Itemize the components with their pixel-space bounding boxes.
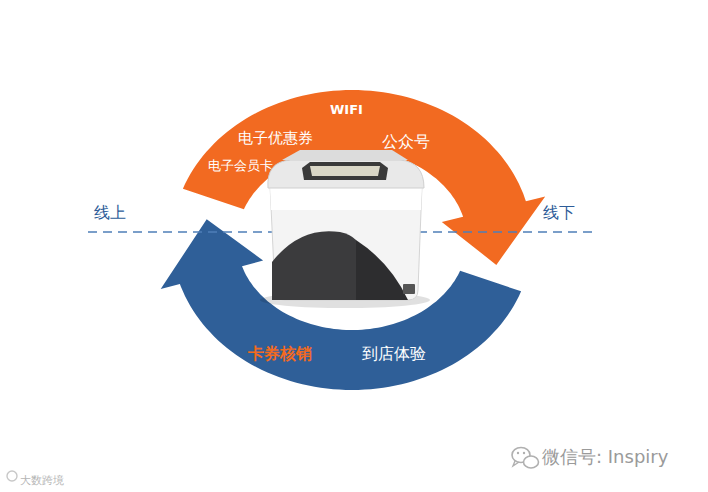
label-holder: 线下: [543, 203, 575, 222]
label-holder: 微信号: Inspiry: [542, 446, 668, 468]
scanner-device: [260, 150, 430, 308]
label-holder: WIFI: [330, 99, 363, 118]
label-holder: 卡券核销: [248, 344, 312, 363]
zone-label: 线下: [543, 203, 575, 222]
watermark: 大数跨境: [20, 474, 64, 487]
channel-label: 电子会员卡: [208, 158, 273, 174]
label-holder: 电子优惠券: [238, 128, 313, 147]
label-holder: 大数跨境: [20, 469, 64, 488]
logo-mark: [7, 471, 17, 481]
channel-label: 电子优惠券: [238, 129, 313, 147]
cycle-arrows: [161, 90, 546, 390]
watermark: 微信号: Inspiry: [542, 446, 668, 468]
label-holder: 公众号: [382, 132, 430, 151]
step-label: 卡券核销: [248, 344, 312, 363]
zone-label: 线上: [94, 203, 126, 222]
channel-label: 公众号: [382, 132, 430, 151]
offline-to-online-arrow: [161, 219, 521, 390]
label-holder: 到店体验: [362, 344, 426, 363]
step-label: 到店体验: [362, 344, 426, 363]
channel-label: WIFI: [330, 102, 363, 118]
label-holder: 电子会员卡: [208, 155, 273, 174]
wechat-icon: [512, 448, 539, 469]
label-holder: 线上: [94, 203, 126, 222]
